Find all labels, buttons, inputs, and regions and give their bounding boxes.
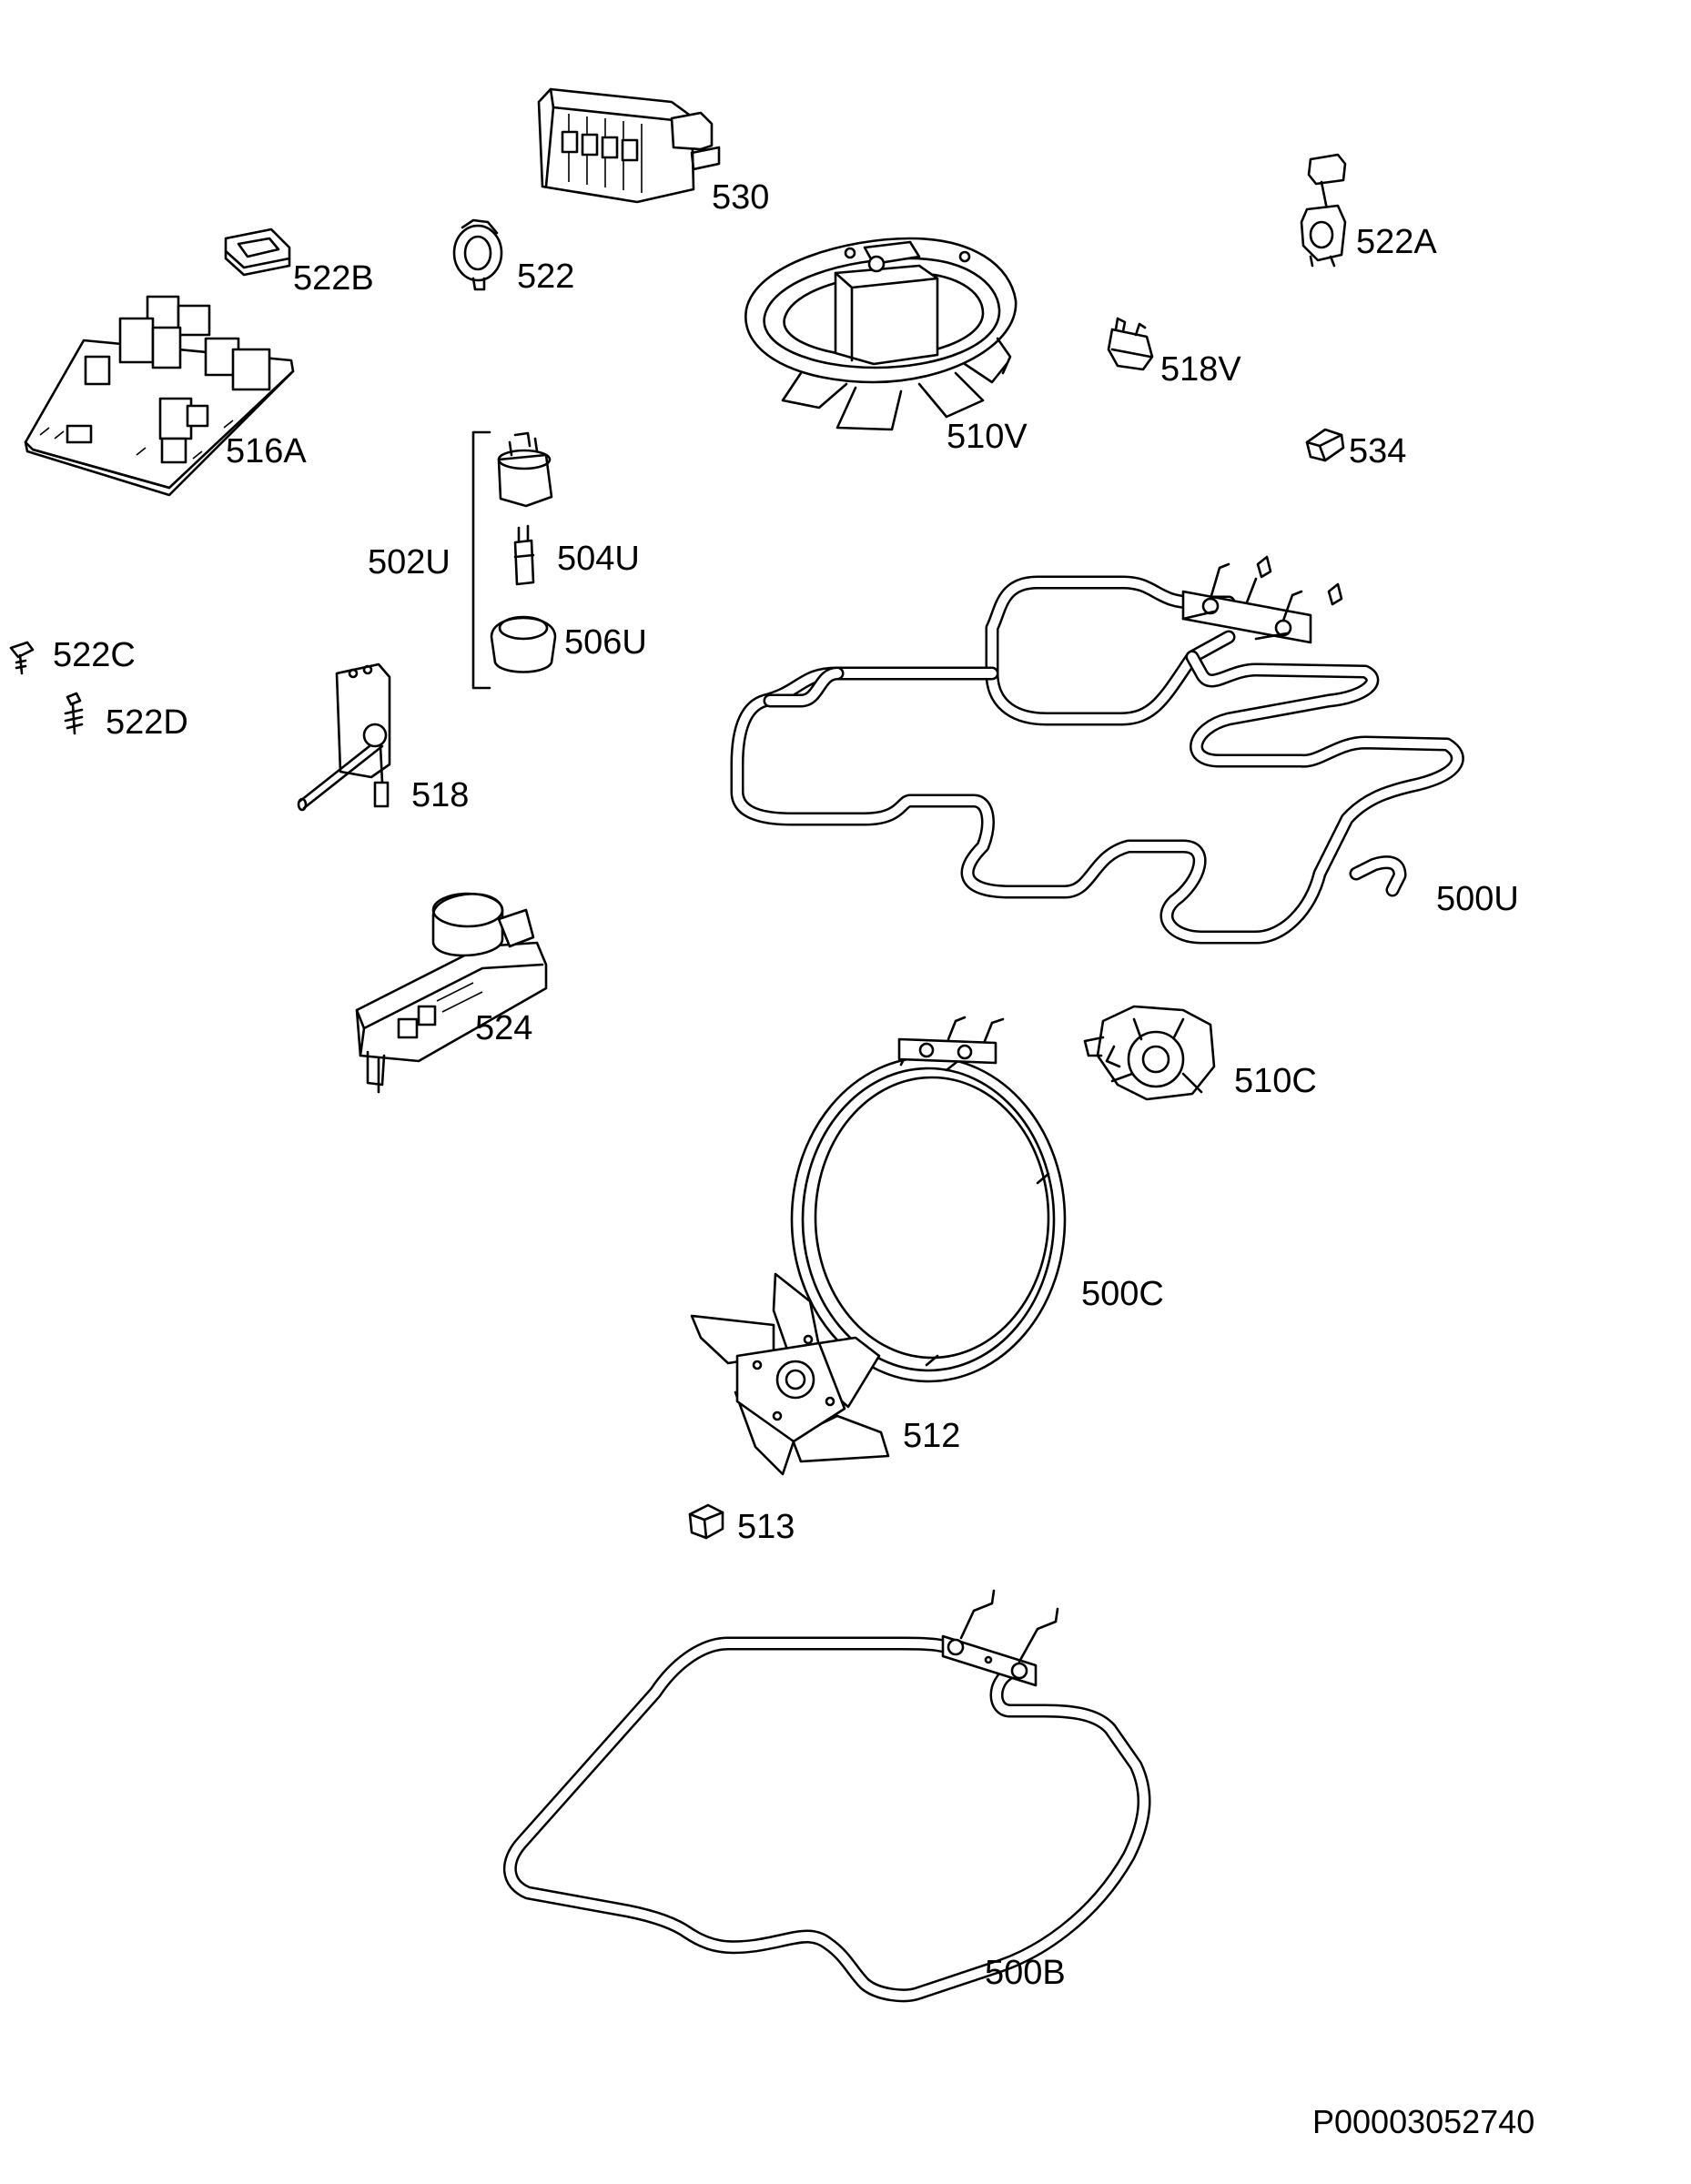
label-522D: 522D — [106, 703, 188, 742]
part-522C-screw — [9, 641, 35, 675]
part-522A-switch — [1300, 153, 1347, 268]
label-522C: 522C — [53, 636, 136, 674]
label-500C: 500C — [1081, 1275, 1164, 1313]
part-522-clip — [452, 218, 503, 291]
part-518-sensor — [297, 662, 391, 812]
part-500U-grill-element — [730, 555, 1464, 945]
label-530: 530 — [712, 178, 769, 217]
part-510C-fan-motor — [1083, 1005, 1216, 1101]
label-518V: 518V — [1160, 350, 1241, 389]
label-522B: 522B — [293, 259, 374, 298]
part-502U-lamp-housing — [497, 431, 553, 508]
part-506U-lamp-cover — [490, 615, 557, 673]
label-502U: 502U — [368, 543, 451, 581]
label-512: 512 — [903, 1417, 960, 1455]
label-534: 534 — [1349, 432, 1406, 470]
part-510V-fan-assembly — [744, 237, 1018, 431]
label-518: 518 — [411, 776, 469, 814]
part-502U-bracket — [471, 430, 491, 690]
part-522D-screw — [64, 692, 84, 735]
label-522: 522 — [517, 258, 574, 296]
label-504U: 504U — [557, 540, 640, 578]
label-522A: 522A — [1356, 223, 1437, 261]
part-500C-circular-element — [790, 1016, 1067, 1383]
part-530-terminal-block — [537, 87, 721, 204]
part-513-nut — [688, 1503, 724, 1540]
part-504U-bulb — [513, 524, 535, 586]
part-512-fan-blade — [690, 1272, 890, 1476]
label-513: 513 — [737, 1508, 795, 1546]
label-500B: 500B — [985, 1954, 1066, 1992]
diagram-reference-number: P00003052740 — [1312, 2103, 1534, 2140]
label-506U: 506U — [564, 623, 647, 662]
label-510V: 510V — [947, 418, 1028, 456]
part-500B-lower-element — [502, 1589, 1151, 2003]
label-500U: 500U — [1436, 880, 1519, 918]
part-534-knob — [1305, 428, 1345, 462]
part-522B-frame — [224, 228, 291, 277]
part-516A-control-board — [24, 295, 295, 497]
label-510C: 510C — [1234, 1062, 1317, 1100]
part-518V-thermostat — [1107, 317, 1154, 371]
label-516A: 516A — [226, 432, 307, 470]
part-524-door-lock — [355, 892, 548, 1094]
label-524: 524 — [475, 1009, 532, 1047]
